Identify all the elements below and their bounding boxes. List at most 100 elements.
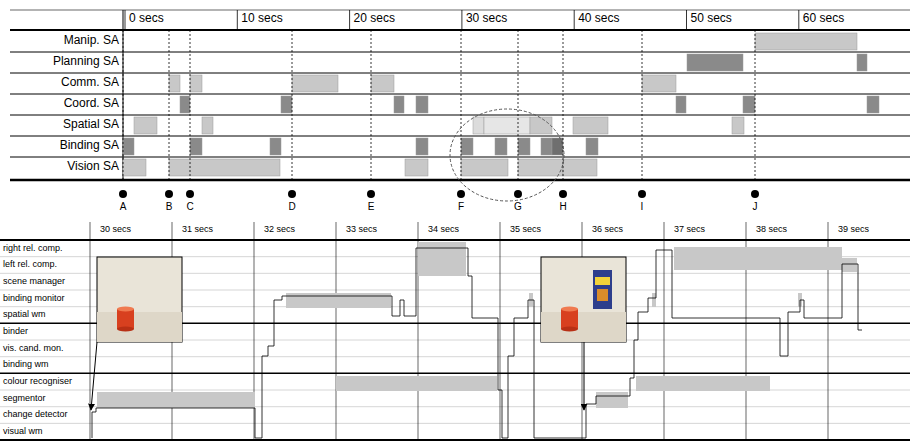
tick-line <box>90 222 91 440</box>
row-label: Comm. SA <box>10 76 119 89</box>
tick-line <box>349 10 350 29</box>
activity-bar <box>461 159 508 176</box>
event-dot <box>457 190 465 198</box>
event-line <box>371 30 372 180</box>
component-label: spatial wm <box>3 310 46 320</box>
row-line <box>0 423 910 424</box>
time-tick: 34 secs <box>428 225 459 235</box>
activity-bar <box>642 75 676 92</box>
tick-line <box>500 222 501 440</box>
component-label: colour recogniser <box>3 377 72 387</box>
time-tick: 36 secs <box>592 225 623 235</box>
activity-bar <box>530 117 552 134</box>
event-line <box>190 30 191 180</box>
row-line <box>0 356 910 357</box>
time-tick: 0 secs <box>129 12 164 25</box>
activity-bar <box>281 96 292 113</box>
activity-bar <box>573 117 608 134</box>
row-label: Planning SA <box>10 55 119 68</box>
time-tick: 37 secs <box>674 225 705 235</box>
tick-line <box>686 10 687 29</box>
event-line <box>755 30 756 180</box>
row-line <box>10 94 910 95</box>
row-label: Coord. SA <box>10 97 119 110</box>
activity-bar <box>134 117 157 134</box>
time-tick: 10 secs <box>241 12 282 25</box>
activity-bar <box>180 96 190 113</box>
rule <box>0 439 910 441</box>
row-line <box>10 115 910 116</box>
rule <box>0 239 910 241</box>
activity-bar <box>857 54 867 71</box>
component-label: change detector <box>3 410 68 420</box>
activity-bar <box>563 159 597 176</box>
row-line <box>10 73 910 74</box>
event-line <box>123 30 124 180</box>
activity-bar <box>484 117 530 134</box>
time-tick: 30 secs <box>100 225 131 235</box>
activity-bar <box>416 138 428 155</box>
activity-bar <box>416 96 428 113</box>
activity-bar <box>495 138 507 155</box>
activity-bar <box>418 242 466 276</box>
row-line <box>10 52 910 53</box>
event-letter: F <box>451 201 471 212</box>
bottom-chart <box>0 222 910 440</box>
event-dot <box>638 190 646 198</box>
activity-bar <box>97 392 255 408</box>
activity-bar <box>636 376 770 391</box>
leader-arrow <box>91 342 97 410</box>
time-tick: 30 secs <box>466 12 507 25</box>
leader-arrow <box>584 342 585 410</box>
event-letter: D <box>282 201 302 212</box>
activity-bar <box>743 96 755 113</box>
event-letter: J <box>745 201 765 212</box>
event-dot <box>165 190 173 198</box>
tick-line <box>237 10 238 29</box>
activity-bar <box>596 392 628 408</box>
component-label: binding monitor <box>3 294 65 304</box>
event-dot <box>119 190 127 198</box>
activity-bar <box>202 117 213 134</box>
component-label: left rel. comp. <box>3 260 57 270</box>
time-tick: 33 secs <box>346 225 377 235</box>
tick-line <box>574 10 575 29</box>
activity-bar <box>518 159 563 176</box>
event-letter: A <box>113 201 133 212</box>
activity-bar <box>473 117 484 134</box>
row-line <box>0 373 910 375</box>
event-line <box>169 30 170 180</box>
activity-bar <box>541 138 552 155</box>
time-tick: 31 secs <box>182 225 213 235</box>
time-tick: 35 secs <box>510 225 541 235</box>
activity-bar <box>755 33 857 50</box>
event-line <box>461 30 462 180</box>
activity-bar <box>190 75 202 92</box>
tick-line <box>798 10 799 29</box>
activity-bar <box>552 138 563 155</box>
tick-line <box>125 10 126 29</box>
time-tick: 20 secs <box>354 12 395 25</box>
activity-bar <box>292 75 338 92</box>
event-dot <box>288 190 296 198</box>
event-letter: E <box>361 201 381 212</box>
top-chart <box>10 10 910 201</box>
activity-bar <box>286 293 391 308</box>
activity-bar <box>405 159 428 176</box>
event-letter: C <box>180 201 200 212</box>
activity-bar <box>687 54 743 71</box>
event-letter: I <box>632 201 652 212</box>
event-line <box>563 30 564 180</box>
activity-bar <box>674 247 842 270</box>
event-line <box>518 30 519 180</box>
activity-bar <box>371 75 394 92</box>
event-dot <box>751 190 759 198</box>
event-dot <box>514 190 522 198</box>
activity-bar <box>123 138 134 155</box>
column-line <box>123 10 124 180</box>
component-label: scene manager <box>3 277 65 287</box>
event-letter: H <box>553 201 573 212</box>
time-tick: 60 secs <box>803 12 844 25</box>
rule <box>10 10 910 11</box>
